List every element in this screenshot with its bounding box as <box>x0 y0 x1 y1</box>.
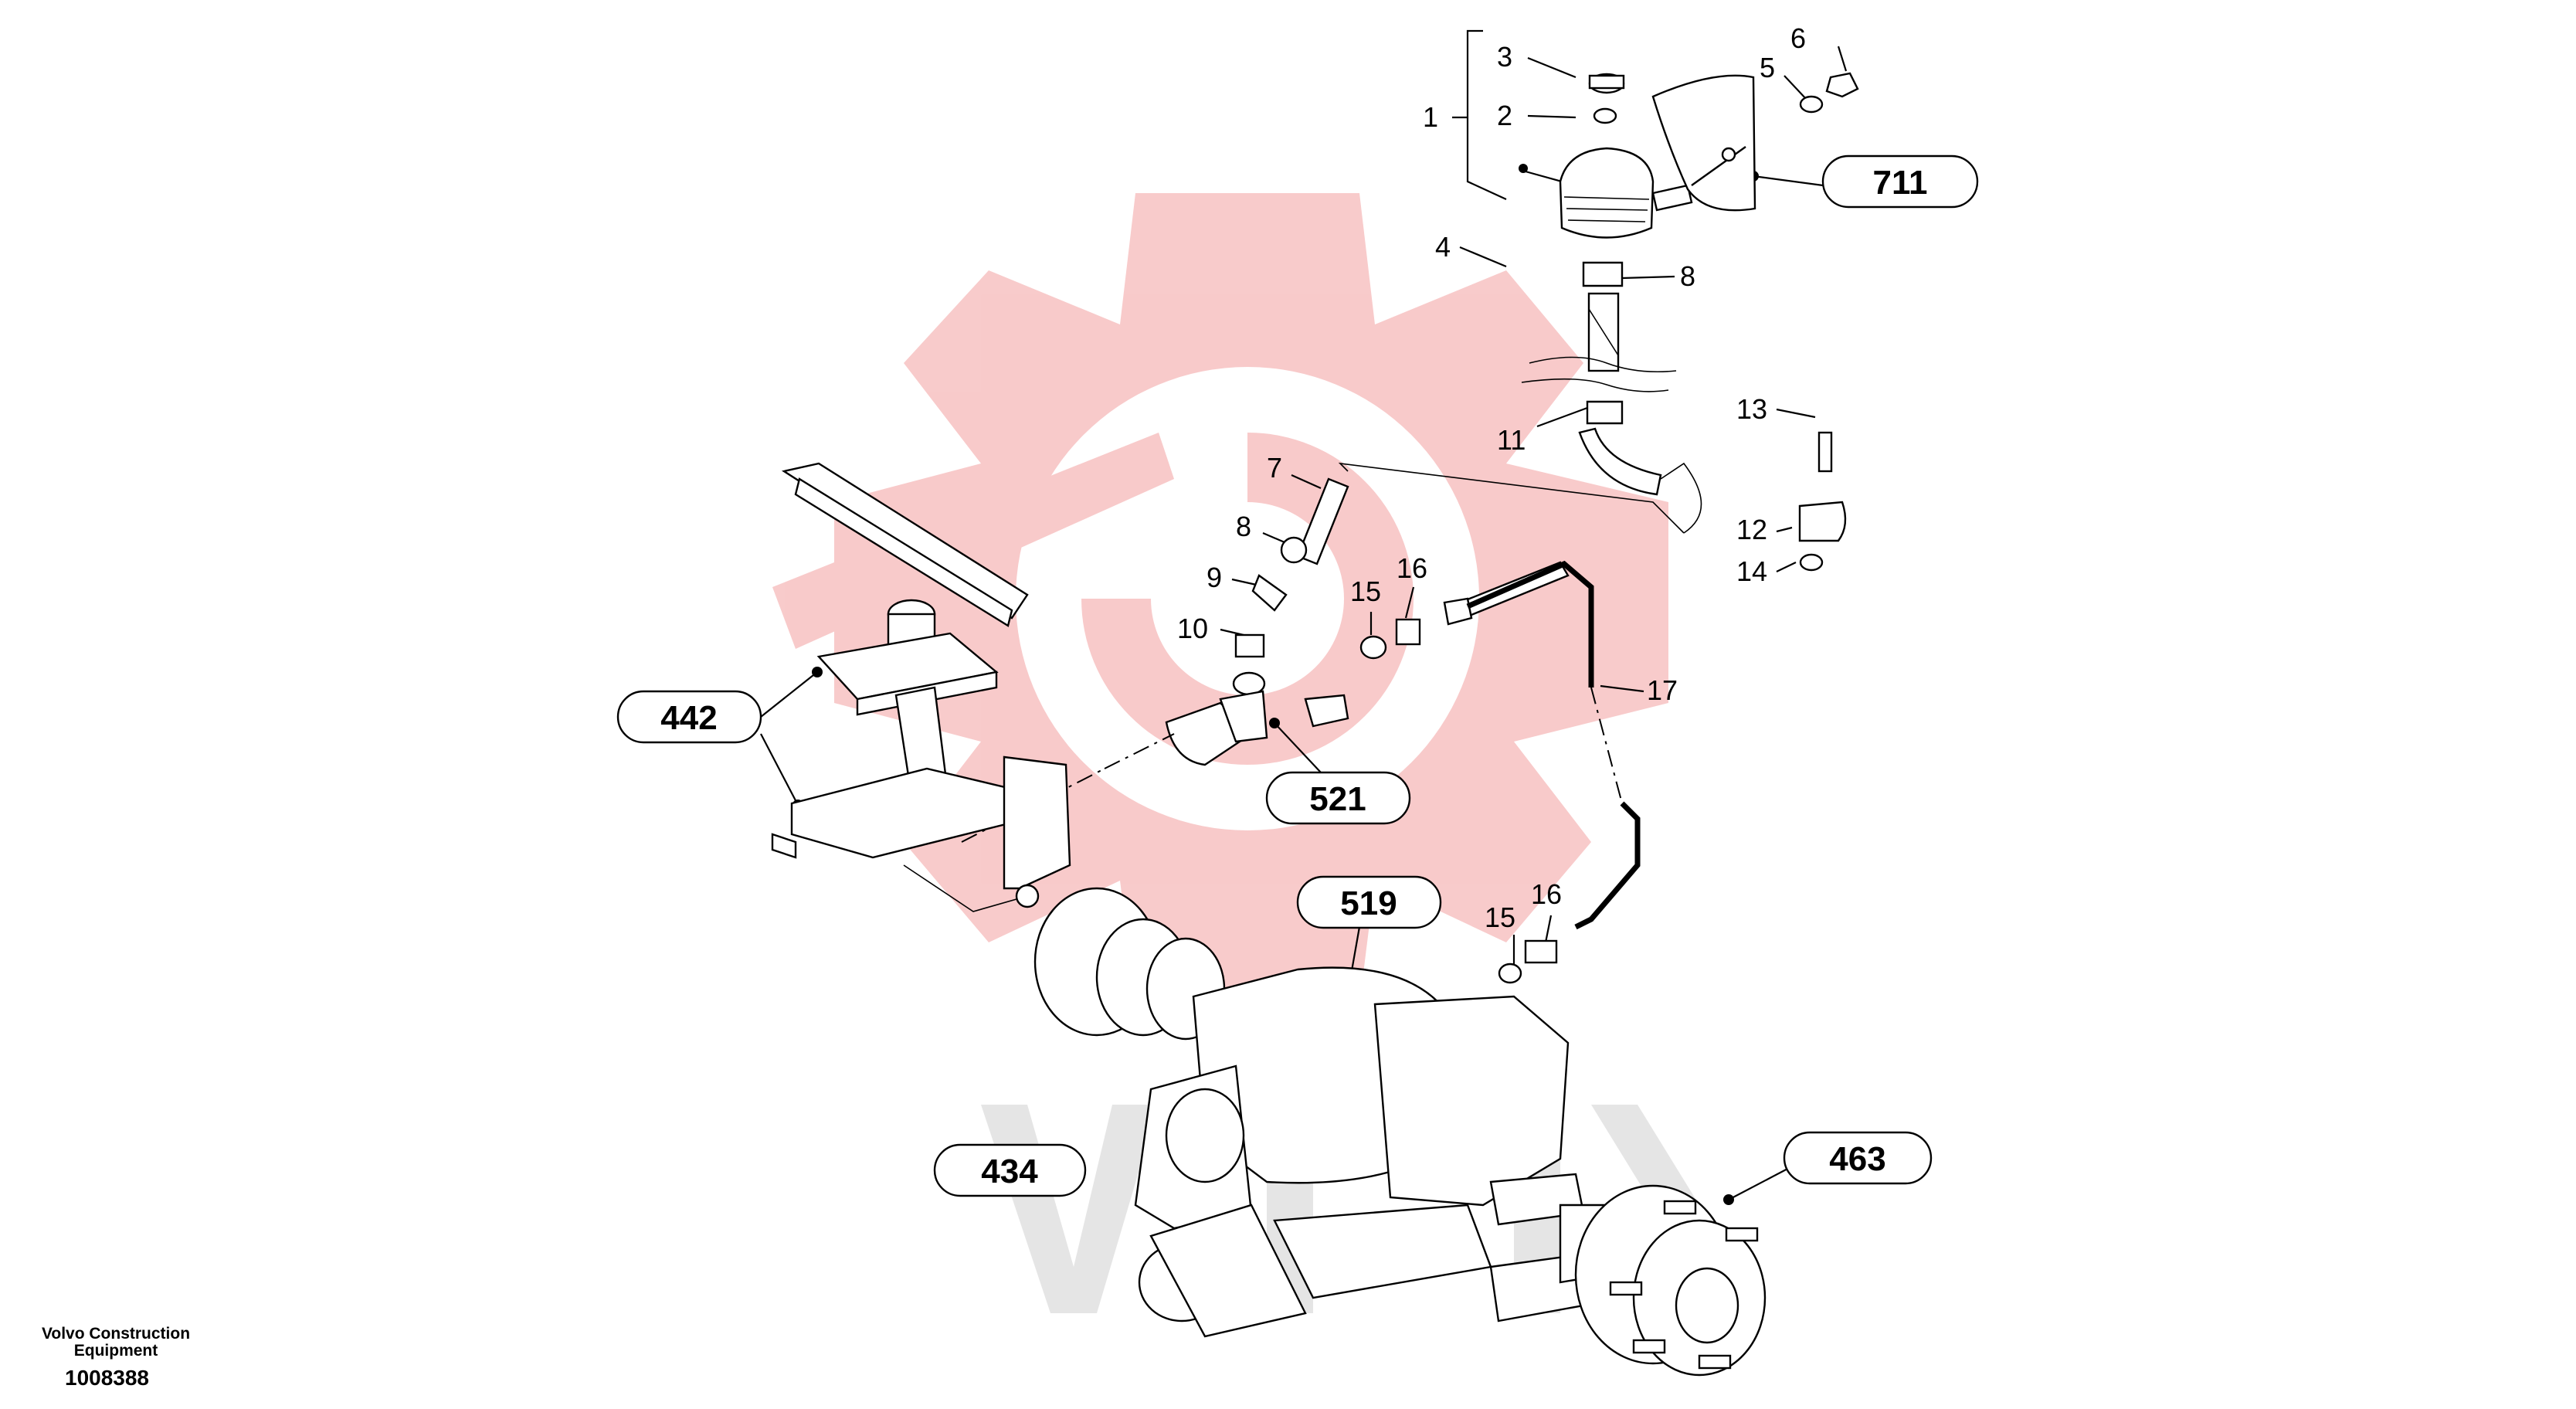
svg-text:442: 442 <box>660 699 717 737</box>
callout-17: 17 <box>1647 674 1678 706</box>
callout-labels: 1 2 3 4 5 6 7 8 8 9 10 11 12 13 14 15 15… <box>1177 22 1806 933</box>
document-id: 1008388 <box>65 1366 150 1390</box>
callout-3: 3 <box>1497 41 1512 73</box>
callout-12: 12 <box>1736 514 1767 545</box>
reference-442[interactable]: 442 <box>616 690 762 744</box>
brake-pipe <box>1466 560 1641 984</box>
svg-text:521: 521 <box>1309 780 1366 818</box>
callout-8-upper: 8 <box>1680 260 1695 292</box>
reservoir-assembly <box>1521 73 1702 534</box>
callout-1: 1 <box>1423 101 1438 133</box>
reference-519[interactable]: 519 <box>1296 875 1442 929</box>
axle-assembly <box>1033 887 1767 1377</box>
callout-10: 10 <box>1177 613 1208 644</box>
callout-16-upper: 16 <box>1397 552 1427 584</box>
callout-14: 14 <box>1736 555 1767 587</box>
wheel-studs <box>1609 1200 1759 1370</box>
callout-15-lower: 15 <box>1485 901 1515 933</box>
svg-text:463: 463 <box>1829 1140 1885 1178</box>
master-cylinder <box>961 690 1349 843</box>
bracket-711 <box>1651 72 1859 212</box>
reference-521[interactable]: 521 <box>1265 771 1411 825</box>
clip-parts <box>1798 431 1847 572</box>
callout-4: 4 <box>1435 231 1451 263</box>
pedal-assembly <box>771 462 1071 912</box>
reference-434[interactable]: 434 <box>933 1143 1087 1197</box>
svg-text:711: 711 <box>1873 164 1928 202</box>
callout-8-lower: 8 <box>1236 511 1251 542</box>
callout-6: 6 <box>1790 22 1806 54</box>
company-name: Volvo Construction Equipment <box>41 1325 191 1360</box>
reference-711[interactable]: 711 <box>1821 154 1979 209</box>
callout-16-lower: 16 <box>1531 878 1562 910</box>
callout-7: 7 <box>1267 452 1282 484</box>
callout-9: 9 <box>1207 562 1222 593</box>
reference-463[interactable]: 463 <box>1783 1131 1933 1185</box>
callout-5: 5 <box>1760 52 1775 83</box>
callout-15-upper: 15 <box>1350 575 1381 607</box>
callout-11: 11 <box>1497 424 1526 456</box>
svg-text:519: 519 <box>1340 884 1397 922</box>
svg-text:434: 434 <box>981 1153 1038 1190</box>
callout-13: 13 <box>1736 393 1767 425</box>
callout-2: 2 <box>1497 100 1512 131</box>
